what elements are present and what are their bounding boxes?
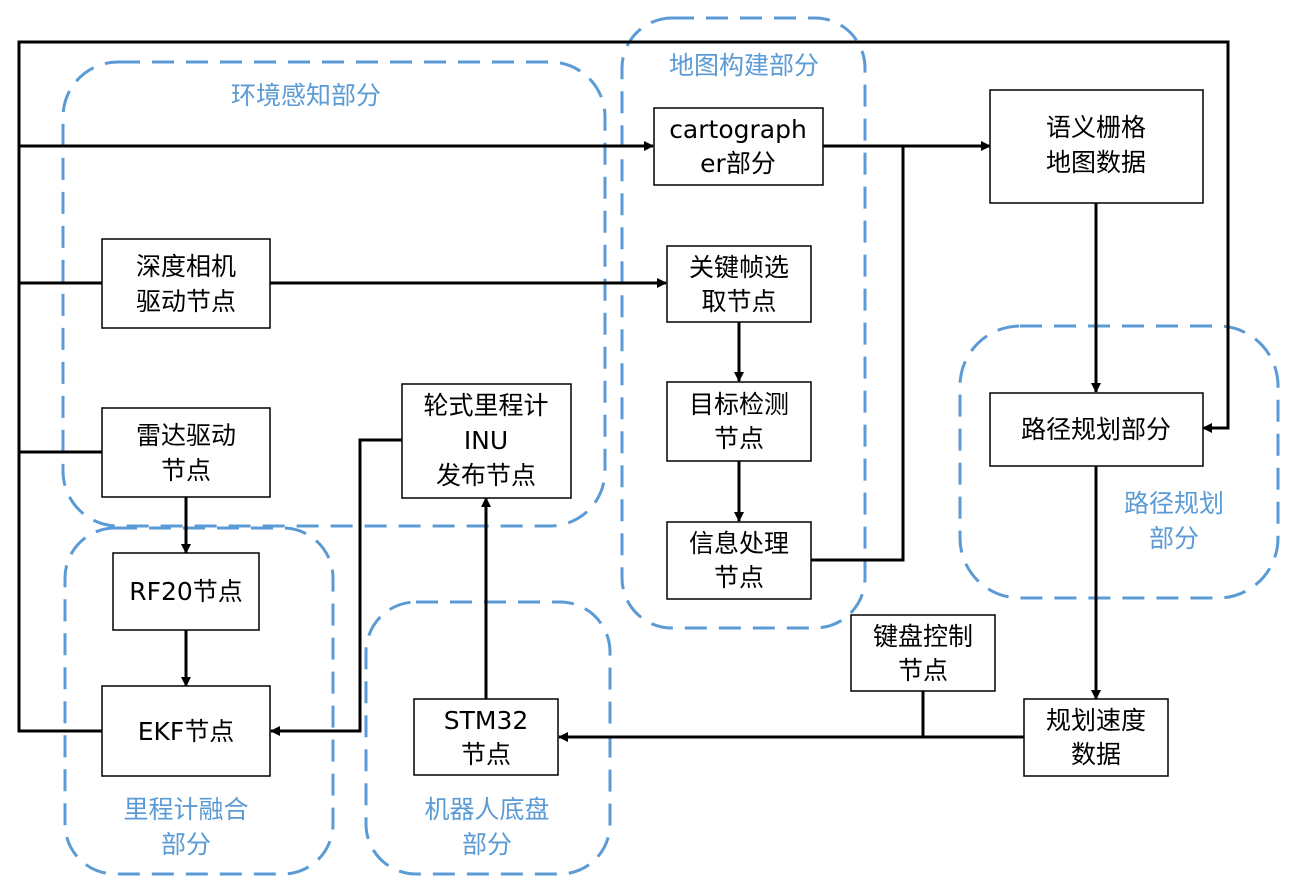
edge-wheel-odom-to-ekf: [270, 438, 402, 736]
node-keyboard-control: 键盘控制 节点: [850, 614, 996, 692]
svg-text:节点: 节点: [161, 456, 211, 485]
node-planned-speed-data: 规划速度 数据: [1023, 698, 1169, 777]
group-environment-perception: [61, 60, 607, 528]
svg-text:路径规划部分: 路径规划部分: [1021, 415, 1171, 444]
group-label-environment: 环境感知部分: [231, 81, 381, 110]
node-info-processing: 信息处理 节点: [666, 521, 812, 600]
svg-text:规划速度: 规划速度: [1046, 706, 1146, 735]
svg-text:er部分: er部分: [700, 149, 776, 178]
svg-text:取节点: 取节点: [701, 287, 776, 316]
group-label-chassis: 机器人底盘: [424, 795, 549, 824]
node-semantic-grid-map: 语义栅格 地图数据: [989, 89, 1204, 204]
node-ekf: EKF节点: [101, 685, 271, 777]
group-label-odometry: 里程计融合: [123, 795, 248, 824]
node-cartographer: cartograph er部分: [653, 107, 824, 186]
svg-text:STM32: STM32: [444, 706, 529, 735]
edge-bus-to-path-planning: [17, 40, 1230, 733]
group-map-building: [620, 16, 867, 630]
svg-text:节点: 节点: [714, 424, 764, 453]
node-keyframe-selection: 关键帧选 取节点: [666, 245, 812, 323]
node-lidar-driver: 雷达驱动 节点: [101, 407, 271, 498]
group-label-odometry-line2: 部分: [161, 830, 211, 859]
node-depth-camera-driver: 深度相机 驱动节点: [101, 238, 271, 329]
svg-text:雷达驱动: 雷达驱动: [136, 421, 236, 450]
node-rf20: RF20节点: [112, 552, 260, 631]
svg-text:语义栅格: 语义栅格: [1046, 113, 1146, 142]
svg-text:数据: 数据: [1071, 740, 1121, 769]
svg-text:轮式里程计: 轮式里程计: [423, 391, 548, 420]
edge-info-to-semantic-map: [811, 146, 905, 562]
group-label-chassis-line2: 部分: [462, 830, 512, 859]
node-object-detection: 目标检测 节点: [666, 381, 812, 462]
node-path-planning: 路径规划部分: [989, 392, 1204, 467]
node-stm32: STM32 节点: [413, 698, 559, 776]
svg-text:INU: INU: [464, 426, 508, 455]
svg-text:EKF节点: EKF节点: [138, 717, 235, 746]
svg-text:驱动节点: 驱动节点: [136, 287, 236, 316]
svg-text:关键帧选: 关键帧选: [689, 253, 789, 282]
svg-text:信息处理: 信息处理: [689, 529, 789, 558]
group-odometry-fusion: [63, 526, 335, 876]
svg-text:节点: 节点: [898, 656, 948, 685]
svg-text:键盘控制: 键盘控制: [873, 622, 973, 651]
group-label-path-line2: 部分: [1149, 524, 1199, 553]
group-label-path: 路径规划: [1124, 489, 1224, 518]
svg-text:发布节点: 发布节点: [436, 461, 536, 490]
node-wheel-odometry: 轮式里程计 INU 发布节点: [401, 383, 572, 499]
svg-text:深度相机: 深度相机: [136, 252, 236, 281]
svg-text:地图数据: 地图数据: [1046, 148, 1146, 177]
svg-text:cartograph: cartograph: [669, 115, 807, 144]
group-label-map: 地图构建部分: [669, 51, 819, 80]
svg-text:RF20节点: RF20节点: [129, 577, 243, 606]
svg-text:节点: 节点: [461, 740, 511, 769]
svg-text:节点: 节点: [714, 563, 764, 592]
svg-text:目标检测: 目标检测: [689, 390, 789, 419]
